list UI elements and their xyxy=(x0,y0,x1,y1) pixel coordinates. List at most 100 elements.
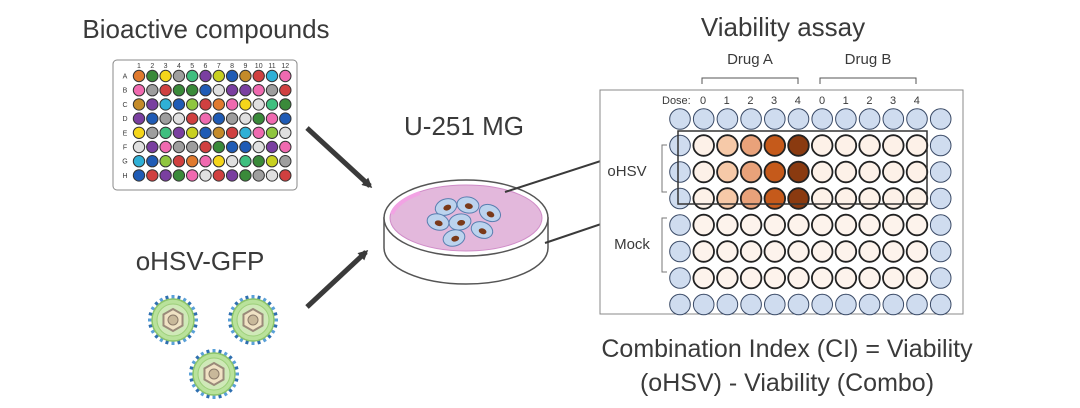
compound-plate-col-label: 9 xyxy=(243,63,247,70)
edge-well xyxy=(929,134,952,157)
compound-plate-row-label: F xyxy=(123,145,127,152)
mock-well xyxy=(763,213,787,237)
mock-well xyxy=(882,266,905,290)
ohsv-drug-a-well xyxy=(787,187,810,210)
compound-well xyxy=(225,69,239,83)
compound-well xyxy=(186,84,199,97)
mock-well xyxy=(739,240,763,263)
compound-well xyxy=(199,98,212,111)
edge-well xyxy=(692,293,715,316)
compound-well xyxy=(265,126,279,140)
mock-well xyxy=(811,213,834,237)
cell-icon xyxy=(434,198,458,216)
compound-well xyxy=(252,69,265,83)
compound-well xyxy=(265,155,279,168)
petri-dish-highlight xyxy=(390,191,421,215)
compound-well xyxy=(159,169,172,182)
compound-well xyxy=(159,84,172,97)
ohsv-drug-b-well xyxy=(834,160,858,184)
compound-well xyxy=(239,169,252,182)
bioactive-compounds-title: Bioactive compounds xyxy=(82,14,329,44)
virus-core xyxy=(167,314,179,326)
compound-plate-row-label: B xyxy=(123,88,128,95)
edge-well xyxy=(669,134,691,157)
ohsv-drug-b-well xyxy=(858,134,881,157)
compound-well xyxy=(225,112,239,125)
compound-plate-col-label: 8 xyxy=(230,63,234,70)
row-group-ohsv-label: oHSV xyxy=(607,163,646,180)
mock-well xyxy=(905,213,929,237)
edge-well xyxy=(669,161,691,183)
virus-core xyxy=(208,368,220,380)
edge-well xyxy=(740,293,762,316)
virus-particle-icon xyxy=(148,295,198,345)
compound-plate-col-label: 12 xyxy=(281,63,289,70)
edge-well xyxy=(764,108,786,130)
edge-well xyxy=(929,293,952,316)
ohsv-drug-a-well xyxy=(787,134,810,157)
compound-well xyxy=(239,155,252,168)
compound-plate-col-label: 4 xyxy=(177,63,181,70)
compound-plate-col-label: 7 xyxy=(217,63,221,70)
compound-well xyxy=(146,84,159,97)
compound-well xyxy=(186,112,199,125)
row-group-mock-label: Mock xyxy=(614,236,650,253)
compound-well xyxy=(279,98,292,111)
compound-well xyxy=(159,140,172,154)
edge-well xyxy=(835,293,857,316)
edge-well xyxy=(929,267,952,289)
cell-icon xyxy=(442,229,466,247)
compound-well xyxy=(225,155,239,168)
compound-well xyxy=(265,112,279,125)
edge-well xyxy=(906,108,928,130)
edge-well xyxy=(882,108,905,130)
drug-a-label: Drug A xyxy=(727,51,773,68)
ohsv-drug-a-well xyxy=(763,160,787,184)
compound-well xyxy=(279,69,292,83)
ohsv-drug-a-well xyxy=(692,134,715,157)
compound-well xyxy=(186,126,199,140)
compound-well xyxy=(159,69,172,83)
edge-well xyxy=(669,108,691,130)
compound-plate-col-label: 3 xyxy=(164,63,168,70)
cell-nucleus xyxy=(464,203,473,210)
compound-well xyxy=(279,155,292,168)
compound-well xyxy=(186,155,199,168)
compound-well xyxy=(252,126,265,140)
compound-well xyxy=(225,140,239,154)
compound-well xyxy=(199,169,212,182)
virus-particle-icon xyxy=(228,295,278,345)
cell-nucleus xyxy=(478,228,487,235)
compound-well xyxy=(212,112,226,125)
compound-well xyxy=(186,98,199,111)
compound-well xyxy=(265,84,279,97)
compound-well xyxy=(172,112,186,125)
compound-plate-row-label: E xyxy=(123,130,128,137)
compound-well xyxy=(172,169,186,182)
cell-line-label: U-251 MG xyxy=(404,111,524,141)
mock-well xyxy=(739,213,763,237)
compound-well xyxy=(159,155,172,168)
ohsv-drug-a-well xyxy=(763,187,787,210)
edge-well xyxy=(716,108,739,130)
cell-nucleus xyxy=(457,219,466,226)
edge-well xyxy=(716,293,739,316)
compound-well xyxy=(132,84,146,97)
dose-label: Dose: xyxy=(662,95,691,107)
viability-assay-title: Viability assay xyxy=(701,12,865,42)
edge-well xyxy=(835,108,857,130)
mock-well xyxy=(787,266,810,290)
arrow-compounds-to-dish xyxy=(305,126,373,189)
compound-well xyxy=(279,84,292,97)
compound-well xyxy=(252,84,265,97)
mock-well xyxy=(692,266,715,290)
petri-dish xyxy=(383,179,549,285)
compound-well xyxy=(132,140,146,154)
compound-well xyxy=(159,112,172,125)
compound-well xyxy=(199,140,212,154)
edge-well xyxy=(929,108,952,130)
compound-well xyxy=(252,140,265,154)
compound-well xyxy=(279,126,292,140)
edge-well xyxy=(787,293,810,316)
